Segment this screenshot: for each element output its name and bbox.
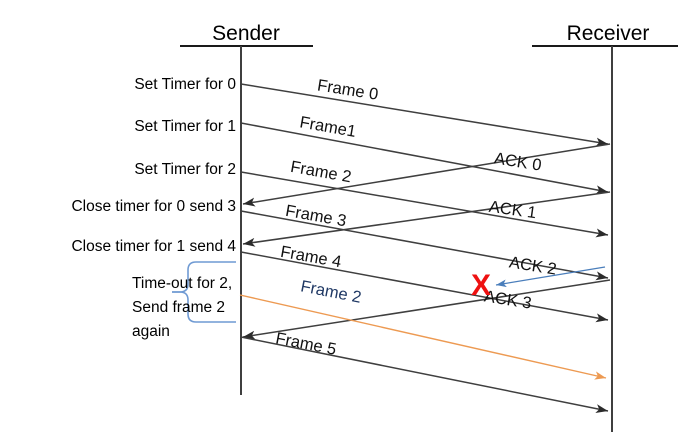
message-arrow-frame-1: [240, 122, 609, 195]
message-label-ack-0: ACK 0: [493, 149, 543, 174]
message-arrow-frame-3: [240, 210, 609, 281]
event-label-set-timer-1: Set Timer for 1: [134, 118, 236, 135]
event-label-timeout-line-1: Time-out for 2,: [132, 275, 232, 292]
message-frame-5: Frame 5: [240, 329, 609, 414]
event-label-close-timer-0: Close timer for 0 send 3: [71, 198, 236, 215]
message-arrow-frame-0: [240, 83, 609, 147]
event-label-timeout-line-2: Send frame 2: [132, 299, 225, 316]
event-label-close-timer-1: Close timer for 1 send 4: [71, 238, 236, 255]
event-label-timeout-line-3: again: [132, 323, 170, 340]
message-label-frame-3: Frame 3: [284, 202, 348, 230]
lifeline-sender-title: Sender: [212, 22, 280, 45]
lifeline-receiver-title: Receiver: [567, 22, 650, 45]
event-label-set-timer-2: Set Timer for 2: [134, 161, 236, 178]
lifeline-receiver: Receiver: [532, 22, 678, 432]
message-frame-2: Frame 2: [240, 158, 609, 238]
message-arrow-ack-0: [242, 143, 611, 207]
message-arrow-ack-2: [495, 266, 606, 288]
message-label-ack-1: ACK 1: [488, 198, 538, 222]
event-label-set-timer-0: Set Timer for 0: [134, 76, 236, 93]
message-arrow-frame-5: [240, 336, 609, 414]
lost-ack-x-icon: X: [471, 269, 491, 302]
message-label-ack-2: ACK 2: [508, 253, 558, 278]
message-arrow-ack-3: [242, 279, 611, 340]
message-label-frame-1: Frame1: [298, 113, 357, 141]
message-arrow-ack-1: [242, 191, 611, 247]
lifeline-sender: Sender: [180, 22, 313, 395]
message-arrow-frame-2-retransmit: [239, 294, 607, 380]
message-arrow-frame-4: [240, 251, 609, 323]
timeout-brace-icon: [172, 261, 236, 323]
message-arrow-frame-2: [240, 171, 609, 238]
message-frame-2-retransmit: Frame 2: [239, 277, 607, 380]
message-label-frame-0: Frame 0: [316, 76, 379, 103]
message-ack-2-lost: ACK 2: [495, 253, 606, 288]
message-label-frame-4: Frame 4: [279, 243, 343, 271]
message-label-frame-5: Frame 5: [274, 329, 338, 358]
message-label-frame-2-retransmit: Frame 2: [299, 277, 363, 306]
